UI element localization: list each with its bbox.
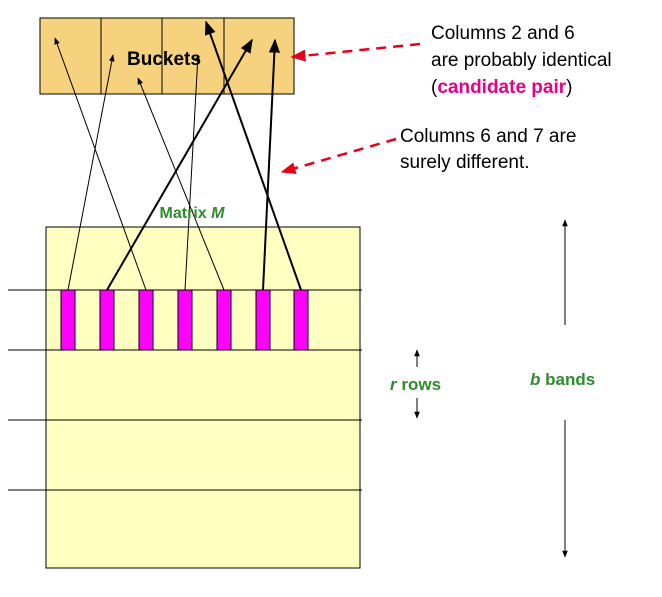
bands-text: bands	[540, 370, 595, 389]
different-pointer-arrow	[280, 137, 397, 175]
bands-label: b bands	[530, 370, 595, 389]
bands-var: b	[530, 370, 540, 389]
matrix-rect	[45, 226, 361, 569]
hash-arrow-6	[262, 38, 280, 291]
hash-arrow-7	[204, 20, 302, 291]
hash-arrows	[54, 20, 302, 291]
bucket-1	[39, 17, 102, 95]
paren-open: (	[431, 77, 438, 98]
hash-arrow-4	[184, 54, 201, 291]
rows-label: r rows	[390, 375, 441, 394]
column-segment-7	[293, 289, 309, 351]
column-segment-4	[177, 289, 193, 351]
matrix-label-text: Matrix	[160, 205, 207, 222]
column-segment-1	[60, 289, 76, 351]
candidate-pointer-arrow	[290, 42, 421, 62]
column-segment-6	[255, 289, 271, 351]
matrix-label-var: M	[211, 205, 225, 222]
hash-arrow-1	[67, 54, 115, 291]
paren-close: )	[566, 77, 572, 98]
hash-arrow-3	[54, 37, 147, 291]
candidate-note-line2: are probably identical	[431, 50, 612, 71]
buckets-row	[39, 17, 295, 95]
candidate-note-line3: (candidate pair)	[431, 77, 572, 98]
different-note-line2: surely different.	[400, 152, 530, 173]
matrix-label: Matrix M	[160, 205, 226, 222]
different-note-line1: Columns 6 and 7 are	[400, 126, 576, 147]
column-segment-2	[99, 289, 115, 351]
candidate-pair-highlight: candidate pair	[437, 77, 566, 98]
rows-var: r	[390, 375, 398, 394]
column-segment-5	[216, 289, 232, 351]
rows-text: rows	[397, 375, 441, 394]
column-segment-3	[138, 289, 154, 351]
buckets-label: Buckets	[127, 49, 201, 70]
candidate-note-line1: Columns 2 and 6	[431, 23, 575, 44]
bucket-4	[223, 17, 295, 95]
hash-arrow-5	[137, 77, 225, 291]
